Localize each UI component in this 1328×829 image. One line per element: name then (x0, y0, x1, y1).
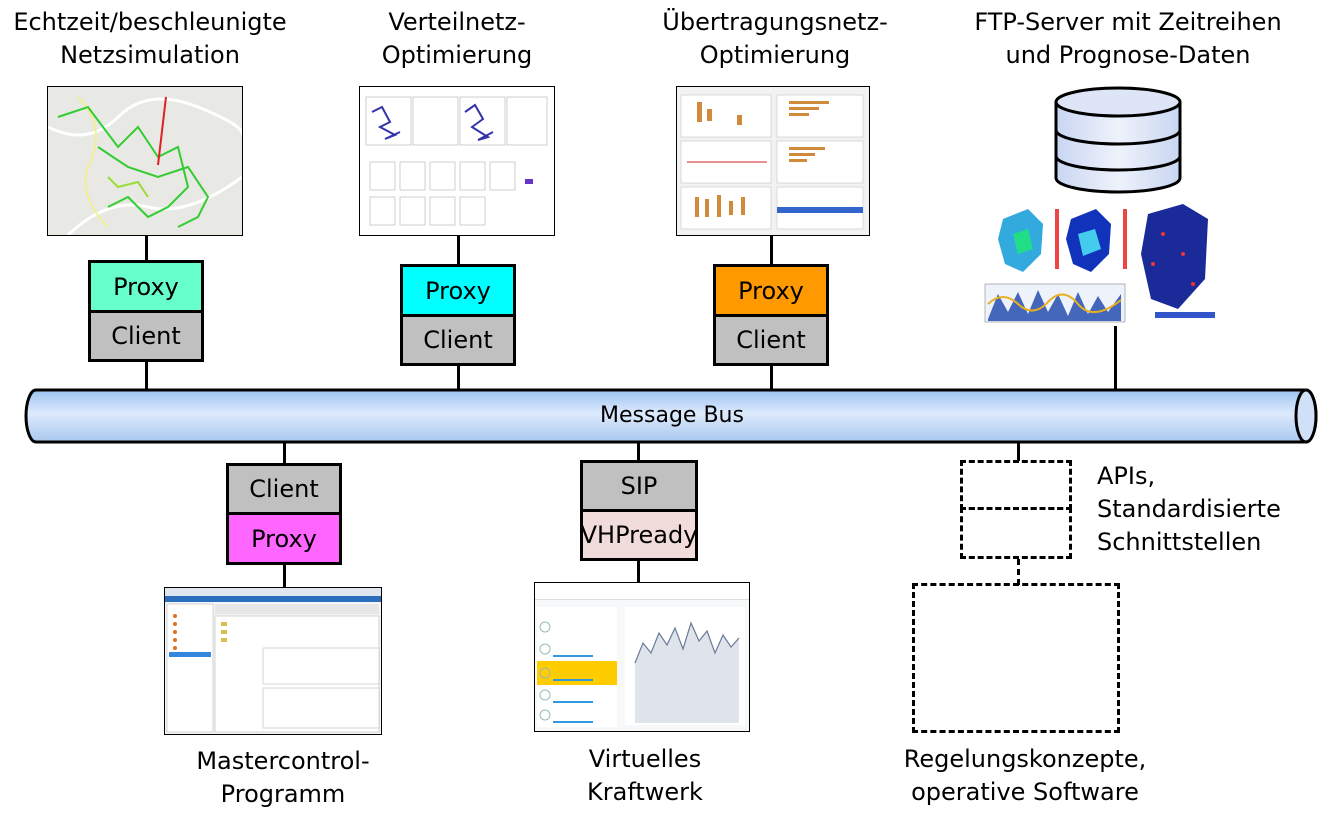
caption-line: und Prognose-Daten (1005, 41, 1251, 69)
caption-line: Optimierung (699, 41, 851, 69)
proxy-label: Proxy (738, 276, 804, 305)
proxy-box-master: Proxy (226, 512, 342, 565)
caption-line: Echtzeit/beschleunigte (13, 8, 287, 36)
caption-line: Mastercontrol- (196, 747, 370, 775)
database-icon (1054, 86, 1182, 194)
vhpready-box: VHPready (580, 509, 698, 561)
connector-master-screen (283, 565, 286, 589)
caption-line: FTP-Server mit Zeitreihen (974, 8, 1282, 36)
api-placeholder-box-lower (960, 507, 1072, 559)
caption-line: Verteilnetz- (388, 8, 526, 36)
connector-master-bus (283, 443, 286, 465)
caption-line: Programm (220, 780, 346, 808)
kraftwerk-screenshot-image (534, 582, 750, 732)
client-label: Client (111, 322, 181, 350)
uebertragungsnetz-graphic (677, 87, 869, 235)
regelung-placeholder-box (912, 583, 1120, 733)
caption-line: Übertragungsnetz- (662, 8, 888, 36)
caption-netzsimulation: Echtzeit/beschleunigte Netzsimulation (0, 6, 300, 72)
sip-box: SIP (580, 460, 698, 512)
connector-api-bus (1017, 443, 1020, 461)
kraftwerk-graphic (535, 583, 749, 731)
client-label: Client (736, 326, 806, 354)
client-box-uebertragungsnetz: Client (713, 314, 829, 366)
prognose-maps-graphic (983, 194, 1263, 326)
map-graphic (48, 87, 242, 235)
verteilnetz-screenshot-image (359, 86, 555, 236)
connector-vnet-top (457, 236, 460, 266)
connector-api-regel (1017, 559, 1020, 585)
connector-sim-bus (145, 362, 148, 390)
api-placeholder-box-upper (960, 460, 1072, 510)
api-line: Standardisierte (1097, 495, 1281, 523)
caption-regelungskonzepte: Regelungskonzepte, operative Software (880, 743, 1170, 809)
api-label: APIs, Standardisierte Schnittstellen (1097, 460, 1307, 559)
connector-unet-top (770, 236, 773, 266)
prognose-maps-image (983, 194, 1263, 326)
caption-line: Regelungskonzepte, (903, 745, 1147, 773)
uebertragungsnetz-screenshot-image (676, 86, 870, 236)
client-box-verteilnetz: Client (400, 314, 516, 366)
message-bus: Message Bus (24, 387, 1320, 445)
caption-mastercontrol: Mastercontrol- Programm (160, 745, 406, 811)
mastercontrol-graphic (165, 588, 381, 734)
proxy-label: Proxy (251, 524, 317, 553)
api-line: APIs, (1097, 462, 1156, 490)
caption-verteilnetz: Verteilnetz- Optimierung (357, 6, 557, 72)
caption-line: operative Software (911, 778, 1139, 806)
caption-line: Optimierung (381, 41, 533, 69)
proxy-label: Proxy (425, 276, 491, 305)
verteilnetz-graphic (360, 87, 554, 235)
caption-line: Virtuelles (588, 745, 702, 773)
client-box-netzsimulation: Client (88, 310, 204, 362)
client-label: Client (249, 475, 319, 503)
connector-vnet-bus (457, 366, 460, 390)
caption-uebertragungsnetz: Übertragungsnetz- Optimierung (645, 6, 905, 72)
caption-line: Kraftwerk (587, 778, 703, 806)
proxy-box-uebertragungsnetz: Proxy (713, 264, 829, 317)
client-box-master: Client (226, 463, 342, 515)
message-bus-label: Message Bus (600, 403, 744, 428)
connector-vk-screen (637, 561, 640, 583)
message-bus-cylinder (24, 388, 1318, 444)
connector-ftp-bus (1114, 326, 1117, 390)
proxy-box-verteilnetz: Proxy (400, 264, 516, 317)
sip-label: SIP (620, 472, 658, 500)
connector-unet-bus (770, 366, 773, 390)
api-line: Schnittstellen (1097, 528, 1262, 556)
vhpready-label: VHPready (580, 521, 698, 549)
proxy-label: Proxy (113, 272, 179, 301)
caption-line: Netzsimulation (60, 41, 240, 69)
connector-sim-top (145, 236, 148, 262)
proxy-box-netzsimulation: Proxy (88, 260, 204, 313)
caption-ftp-server: FTP-Server mit Zeitreihen und Prognose-D… (965, 6, 1291, 72)
mastercontrol-screenshot-image (164, 587, 382, 735)
client-label: Client (423, 326, 493, 354)
caption-virtuelles-kraftwerk: Virtuelles Kraftwerk (540, 743, 750, 809)
netzsimulation-map-image (47, 86, 243, 236)
connector-vk-bus (637, 443, 640, 463)
